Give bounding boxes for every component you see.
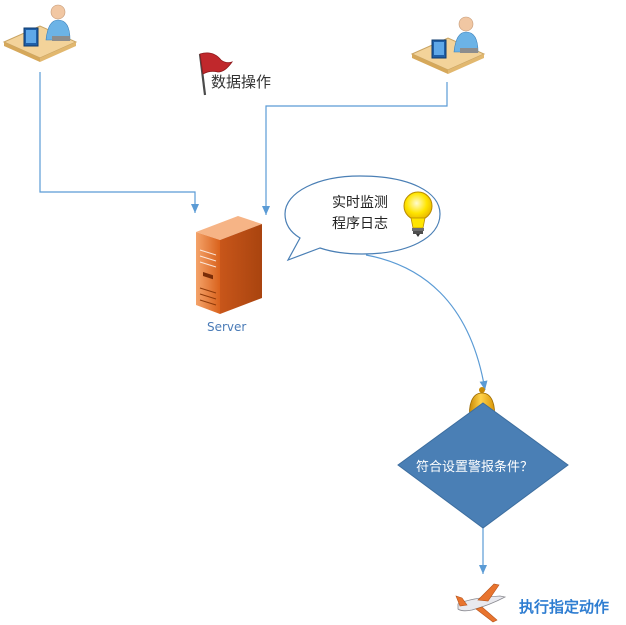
workstation-user-icon [410, 16, 486, 74]
execute-action-label: 执行指定动作 [519, 598, 610, 616]
alert-condition-label: 符合设置警报条件？ [416, 460, 534, 475]
lightbulb-icon [403, 191, 433, 237]
connector-right-to-server [262, 82, 448, 215]
monitor-label-line2: 程序日志 [332, 216, 388, 232]
server-label: Server [207, 320, 247, 334]
decision-diamond [397, 402, 569, 529]
workstation-user-icon [2, 4, 78, 62]
speech-bubble [284, 175, 441, 262]
connector-left-to-server [39, 72, 199, 213]
monitor-label-line1: 实时监测 [332, 195, 388, 211]
connector-bubble-to-bell [365, 254, 488, 391]
airplane-icon [455, 583, 507, 623]
flag-icon [198, 52, 234, 96]
data-operation-label: 数据操作 [211, 73, 272, 91]
monitor-log-label: 实时监测 程序日志 [332, 193, 388, 235]
server-icon [196, 216, 262, 314]
